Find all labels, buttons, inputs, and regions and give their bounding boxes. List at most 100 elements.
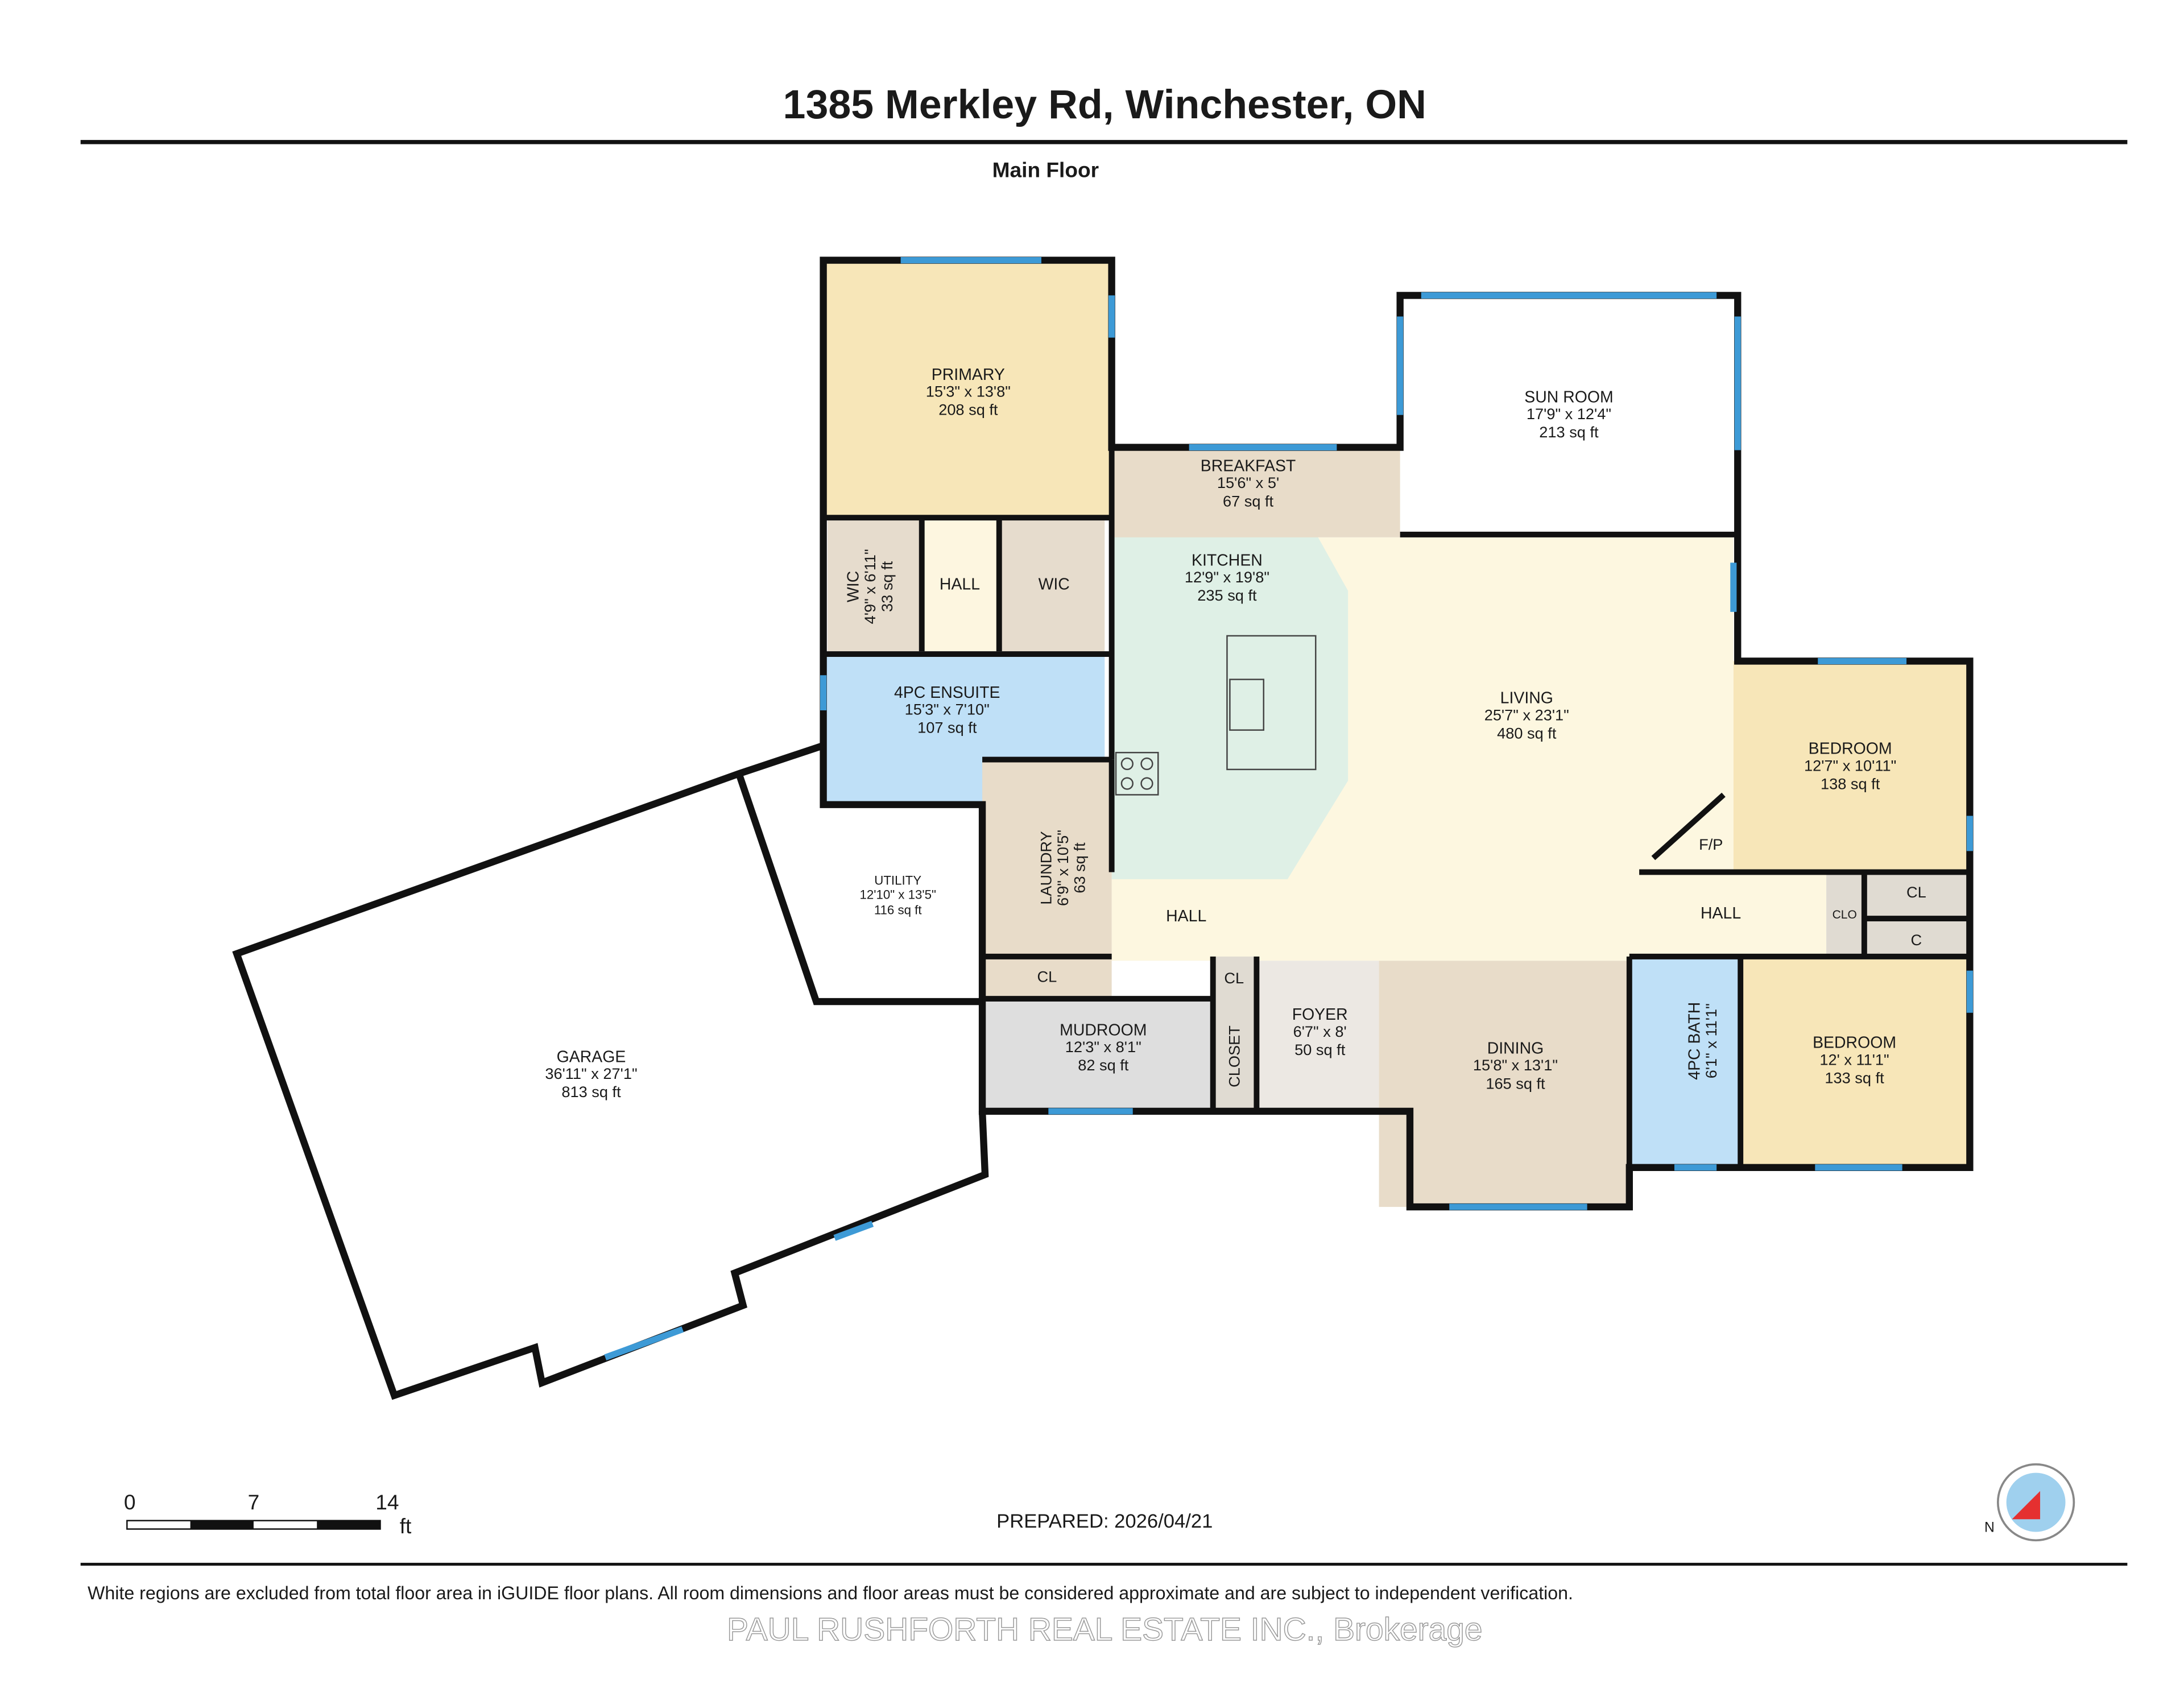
stove-icon bbox=[1115, 751, 1159, 796]
cl-mudroom-area bbox=[982, 956, 1112, 996]
room-cl3: CL bbox=[1224, 969, 1244, 987]
page-title: 1385 Merkley Rd, Winchester, ON bbox=[783, 82, 1426, 127]
rooms-living-area: 480 sq ft bbox=[1497, 725, 1557, 742]
rooms-laundry-name: LAUNDRY bbox=[1037, 831, 1054, 904]
rooms-sunroom-dims: 17'9" x 12'4" bbox=[1527, 405, 1611, 423]
kitchen-island bbox=[1226, 635, 1317, 771]
fireplace-label: F/P bbox=[1699, 835, 1723, 853]
bedroom1-area bbox=[1733, 661, 1970, 870]
disclaimer: White regions are excluded from total fl… bbox=[88, 1583, 1573, 1603]
room-closet: CLOSET bbox=[1226, 1025, 1243, 1087]
rooms-kitchen-area: 235 sq ft bbox=[1197, 586, 1257, 604]
interior-walls bbox=[823, 447, 1970, 1168]
rooms-breakfast-name: BREAKFAST bbox=[1201, 457, 1296, 475]
wic2-area bbox=[999, 520, 1105, 652]
room-cl2: CL bbox=[1037, 967, 1057, 985]
bedroom2-area bbox=[1740, 959, 1970, 1168]
rooms-kitchen-dims: 12'9" x 19'8" bbox=[1185, 568, 1269, 586]
rooms-living-dims: 25'7" x 23'1" bbox=[1484, 706, 1569, 723]
rooms-hall2-name: HALL bbox=[1701, 904, 1741, 922]
breakfast-area bbox=[1111, 447, 1400, 537]
rooms-primary-area: 208 sq ft bbox=[938, 401, 998, 419]
rooms-primary-dims: 15'3" x 13'8" bbox=[926, 382, 1011, 400]
room-fills bbox=[823, 260, 1970, 1207]
rooms-mudroom-area: 82 sq ft bbox=[1078, 1056, 1129, 1074]
rooms-closet-name: CLOSET bbox=[1226, 1025, 1243, 1087]
rooms-ensuite-name: 4PC ENSUITE bbox=[894, 684, 1000, 702]
room-wic2: WIC bbox=[1039, 575, 1070, 593]
room-hall2: HALL bbox=[1701, 904, 1741, 922]
rooms-cl2-name: CL bbox=[1037, 967, 1057, 985]
rooms-bedroom1-name: BEDROOM bbox=[1809, 740, 1892, 758]
rooms-mudroom-name: MUDROOM bbox=[1060, 1021, 1147, 1039]
rooms-dining-area: 165 sq ft bbox=[1486, 1074, 1545, 1092]
scale-ticks-1: 7 bbox=[248, 1490, 260, 1514]
rooms-primary-name: PRIMARY bbox=[932, 366, 1005, 384]
rooms-breakfast-dims: 15'6" x 5' bbox=[1217, 474, 1279, 491]
rooms-garage-name: GARAGE bbox=[557, 1048, 626, 1066]
rooms-clo-name: CLO bbox=[1833, 908, 1857, 921]
rooms-garage-dims: 36'11" x 27'1" bbox=[545, 1065, 637, 1082]
rooms-bath-dims: 6'1" x 11'1" bbox=[1702, 1003, 1720, 1078]
prepared-date: PREPARED: 2026/04/21 bbox=[996, 1511, 1213, 1532]
garage-walls bbox=[232, 742, 989, 1400]
rooms-breakfast-area: 67 sq ft bbox=[1223, 492, 1274, 510]
closets-area bbox=[1826, 872, 1967, 957]
floor-label: Main Floor bbox=[992, 158, 1099, 182]
watermark: PAUL RUSHFORTH REAL ESTATE INC., Brokera… bbox=[727, 1612, 1482, 1648]
foyer-area bbox=[1256, 961, 1379, 1111]
rooms-c-name: C bbox=[1911, 931, 1922, 949]
rooms-bedroom1-area: 138 sq ft bbox=[1821, 775, 1880, 793]
rooms-wic2-name: WIC bbox=[1039, 575, 1070, 593]
scale-ticks-0: 0 bbox=[124, 1490, 136, 1514]
room-hall1: HALL bbox=[940, 575, 980, 593]
rooms-bath-name: 4PC BATH bbox=[1685, 1002, 1703, 1080]
primary-area bbox=[823, 260, 1112, 518]
rooms-ensuite-dims: 15'3" x 7'10" bbox=[905, 700, 990, 718]
rooms-dining-dims: 15'8" x 13'1" bbox=[1473, 1056, 1558, 1074]
rooms-laundry-dims: 6'9" x 10'5" bbox=[1054, 830, 1072, 906]
rooms-hall1-name: HALL bbox=[940, 575, 980, 593]
rooms-laundry-area: 63 sq ft bbox=[1071, 842, 1089, 893]
dining-area bbox=[1379, 961, 1629, 1207]
rooms-kitchen-name: KITCHEN bbox=[1192, 551, 1263, 569]
room-c: C bbox=[1911, 931, 1922, 949]
rooms-dining-name: DINING bbox=[1487, 1040, 1544, 1058]
rooms-living-name: LIVING bbox=[1500, 689, 1553, 708]
compass-label: N bbox=[1984, 1520, 1995, 1535]
rooms-wic1-name: WIC bbox=[844, 571, 862, 602]
rooms-foyer-name: FOYER bbox=[1292, 1006, 1348, 1024]
mudroom-area bbox=[982, 999, 1213, 1111]
closet-area bbox=[1214, 956, 1257, 1111]
room-cl1: CL bbox=[1906, 883, 1926, 901]
wic1-area bbox=[828, 520, 922, 652]
rooms-foyer-dims: 6'7" x 8' bbox=[1293, 1023, 1347, 1040]
rooms-garage-area: 813 sq ft bbox=[561, 1083, 621, 1100]
hall1-area bbox=[921, 520, 999, 652]
rooms-wic1-dims: 4'9" x 6'11" bbox=[861, 549, 879, 624]
windows bbox=[604, 257, 1973, 1360]
rooms-sunroom-name: SUN ROOM bbox=[1524, 388, 1613, 406]
rooms-bedroom1-dims: 12'7" x 10'11" bbox=[1804, 756, 1896, 774]
rooms-utility-name: UTILITY bbox=[874, 874, 921, 888]
rooms-cl1-name: CL bbox=[1906, 883, 1926, 901]
compass-icon: N bbox=[1984, 1463, 2075, 1542]
scale-bar: 0 7 14 ft bbox=[124, 1490, 412, 1538]
room-hall3: HALL bbox=[1166, 907, 1206, 925]
rooms-utility-area: 116 sq ft bbox=[874, 903, 923, 917]
scale-ticks-2: 14 bbox=[375, 1490, 399, 1514]
